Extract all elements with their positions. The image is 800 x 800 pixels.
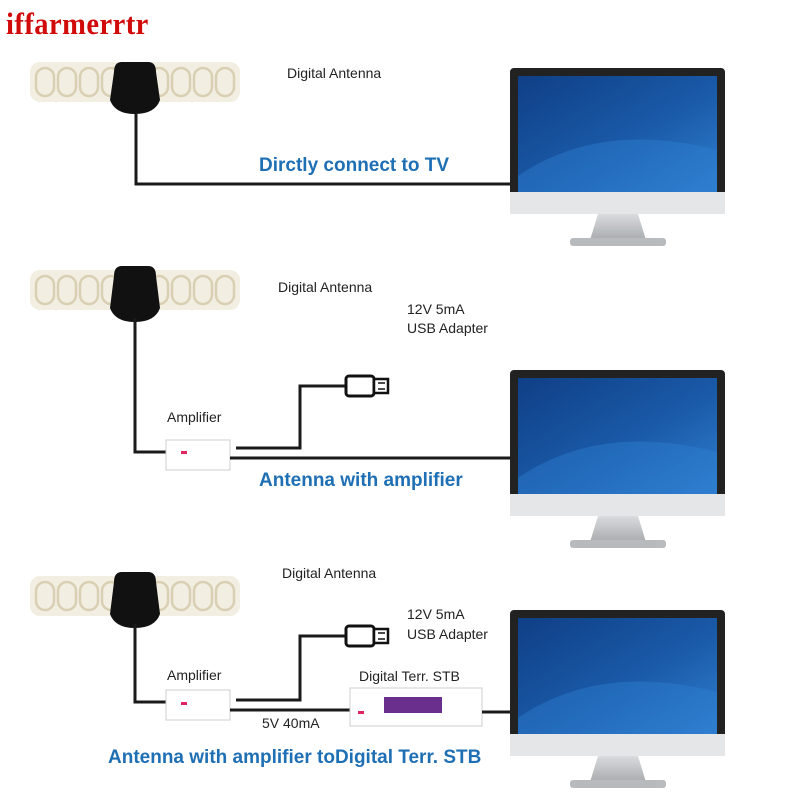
amplifier-label: Amplifier xyxy=(167,667,222,683)
antenna-cable xyxy=(134,114,512,186)
adapter-spec-label: 12V 5mA xyxy=(407,606,465,622)
monitor-icon xyxy=(510,68,725,246)
power-label: 5V 40mA xyxy=(262,715,320,731)
antenna-icon xyxy=(30,62,240,114)
antenna-label: Digital Antenna xyxy=(278,279,373,295)
monitor-icon xyxy=(510,370,725,548)
usb-power-cable xyxy=(236,384,346,450)
adapter-name-label: USB Adapter xyxy=(407,320,488,336)
adapter-name-label: USB Adapter xyxy=(407,626,488,642)
stb-label: Digital Terr. STB xyxy=(359,668,460,684)
panel-1-artwork xyxy=(30,62,725,246)
watermark: iffarmerrtr xyxy=(6,6,149,41)
usb-plug-icon xyxy=(344,624,390,648)
antenna-icon xyxy=(30,572,240,628)
adapter-spec-label: 12V 5mA xyxy=(407,301,465,317)
antenna-cable xyxy=(133,624,166,704)
antenna-cable xyxy=(133,318,166,454)
antenna-label: Digital Antenna xyxy=(282,565,377,581)
monitor-icon xyxy=(510,610,725,788)
panel-title: Antenna with amplifier toDigital Terr. S… xyxy=(108,747,482,768)
usb-plug-icon xyxy=(344,374,390,398)
antenna-label: Digital Antenna xyxy=(287,65,382,81)
amplifier-icon xyxy=(165,689,231,721)
panel-3-artwork xyxy=(30,572,725,788)
panel-title: Dirctly connect to TV xyxy=(259,155,450,176)
panel-title: Antenna with amplifier xyxy=(259,470,463,491)
panel-2-artwork xyxy=(30,266,725,548)
usb-power-cable xyxy=(236,634,346,702)
amplifier-icon xyxy=(165,439,231,471)
antenna-icon xyxy=(30,266,240,322)
stb-icon xyxy=(349,687,483,727)
amplifier-label: Amplifier xyxy=(167,409,222,425)
